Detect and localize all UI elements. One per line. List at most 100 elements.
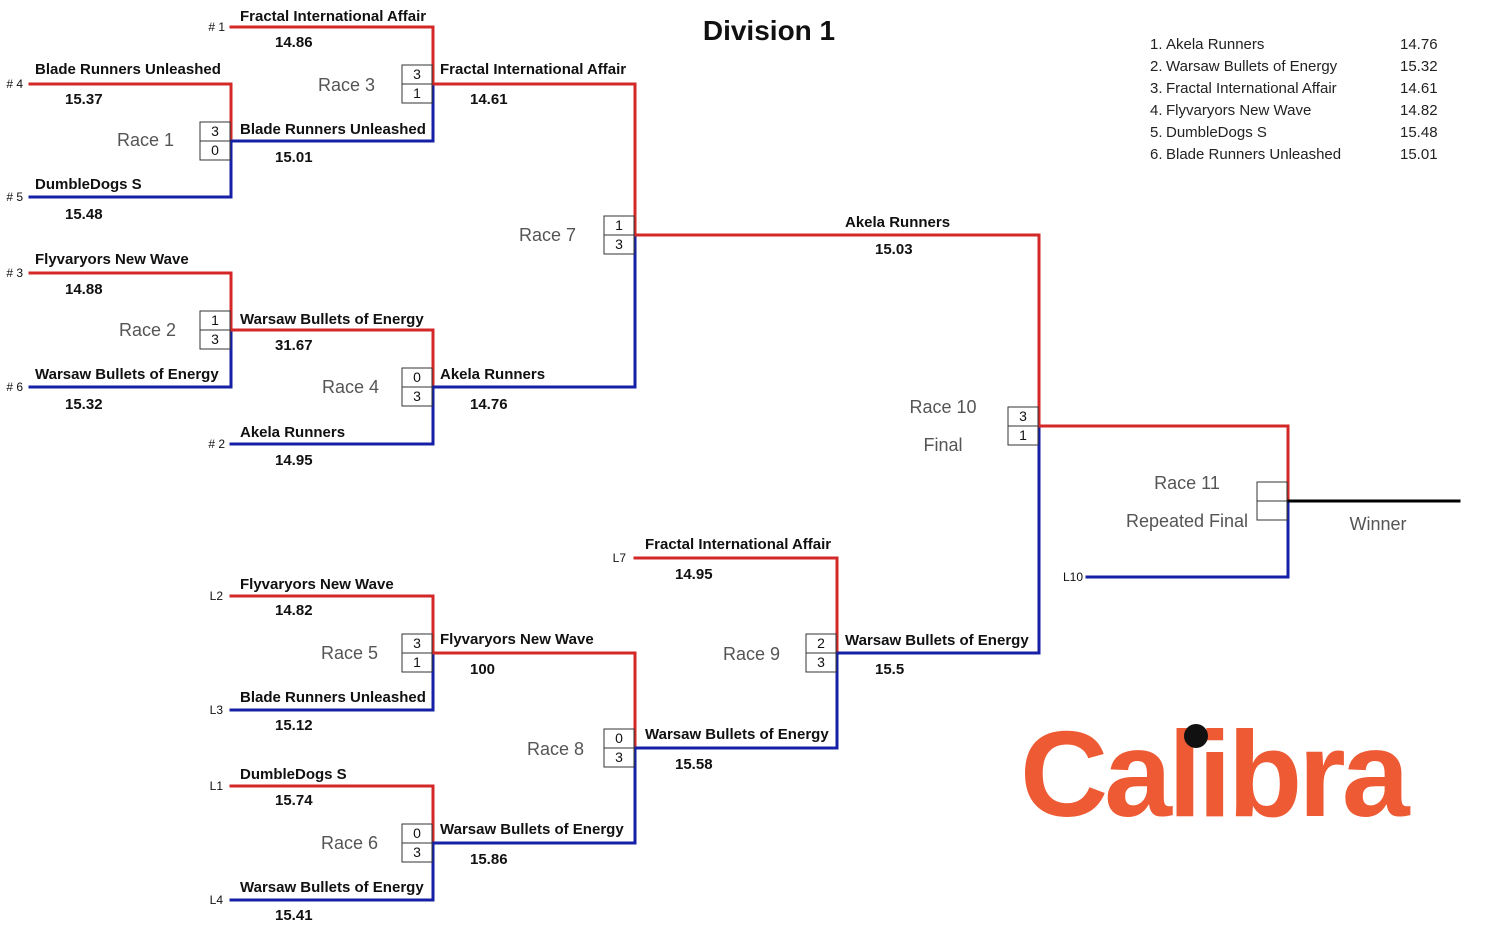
standings-list: 1. Akela Runners 14.76 2. Warsaw Bullets… [1150,36,1438,163]
team-time: 14.61 [470,91,508,108]
calibra-logo: Calibra [1020,706,1415,842]
team-entry: Warsaw Bullets of Energy 15.32 [35,366,219,413]
team-entry: Flyvaryors New Wave 100 [440,631,594,678]
team-entry: Flyvaryors New Wave 14.82 [240,576,394,619]
team-name: Flyvaryors New Wave [440,631,594,648]
race-3-label: Race 3 [318,75,375,95]
team-entry: Blade Runners Unleashed 15.12 [240,689,426,734]
seed-label: # 6 [6,380,23,394]
team-entry: Warsaw Bullets of Energy 15.5 [845,632,1029,678]
logo-dot [1184,724,1208,748]
race-9-bottom-score: 3 [817,654,825,670]
standing-rank: 2. [1150,58,1163,75]
team-entry: Blade Runners Unleashed 15.37 [35,61,221,108]
standing-row: 1. Akela Runners 14.76 [1150,36,1438,53]
team-time: 15.03 [875,241,913,258]
race-8-top-score: 0 [615,730,623,746]
seed-label: L1 [210,779,224,793]
race-6-label: Race 6 [321,833,378,853]
team-time: 14.86 [275,34,313,51]
race-10-label: Race 10 [909,397,976,417]
standing-name: Fractal International Affair [1166,80,1337,97]
race-5-score-box: 3 1 [401,633,433,673]
race-8-score-box: 0 3 [603,728,635,768]
race-7-bottom-score: 3 [615,236,623,252]
team-time: 15.01 [275,149,313,166]
race-3-score-box: 3 1 [401,64,433,104]
race-4-bottom-line [229,385,435,446]
standing-name: DumbleDogs S [1166,124,1267,141]
race-3-top-line [229,25,435,86]
standing-name: Warsaw Bullets of Energy [1166,58,1338,75]
team-name: Blade Runners Unleashed [240,121,426,138]
seed-label: L2 [210,589,224,603]
race-2-score-box: 1 3 [199,310,231,350]
race-5-bottom-line [229,651,435,712]
team-time: 14.76 [470,396,508,413]
team-time: 15.41 [275,907,313,924]
team-time: 14.95 [275,452,313,469]
race-1-top-score: 3 [211,123,219,139]
team-time: 15.58 [675,756,713,773]
standing-time: 14.82 [1400,102,1438,119]
team-entry: Akela Runners 14.76 [440,366,545,413]
seed-label: L3 [210,703,224,717]
team-time: 100 [470,661,495,678]
team-name: Fractal International Affair [440,61,626,78]
race-10-score-box: 3 1 [1007,406,1039,446]
race-5-bottom-score: 1 [413,654,421,670]
race-7-bottom-line [431,233,637,389]
winner-label: Winner [1349,514,1406,534]
race-2-bottom-score: 3 [211,331,219,347]
team-time: 15.74 [275,792,313,809]
race-7-label: Race 7 [519,225,576,245]
race-9-score-box: 2 3 [805,633,837,673]
team-entry: DumbleDogs S 15.74 [240,766,347,809]
standing-row: 6. Blade Runners Unleashed 15.01 [1150,146,1438,163]
race-10-top-line [633,233,1041,428]
standing-time: 15.48 [1400,124,1438,141]
race-8-bottom-line [431,746,637,845]
seed-label: # 3 [6,266,23,280]
race-9-top-score: 2 [817,635,825,651]
team-name: Fractal International Affair [240,8,426,25]
race-8-bottom-score: 3 [615,749,623,765]
race-3-bottom-score: 1 [413,85,421,101]
standing-row: 5. DumbleDogs S 15.48 [1150,124,1438,141]
standing-time: 14.76 [1400,36,1438,53]
standing-rank: 6. [1150,146,1163,163]
race-7-top-line [431,82,637,237]
team-entry: Akela Runners 14.95 [240,424,345,469]
team-entry: Akela Runners 15.03 [845,214,950,258]
race-1-score-box: 3 0 [199,121,231,161]
race-11-bottom-line [1085,499,1290,579]
race-4-score-box: 0 3 [401,367,433,407]
standing-rank: 1. [1150,36,1163,53]
standing-name: Flyvaryors New Wave [1166,102,1311,119]
race-7-top-score: 1 [615,217,623,233]
race-5-top-line [229,594,435,655]
race-7-score-box: 1 3 [603,215,635,255]
race-5-label: Race 5 [321,643,378,663]
team-name: Akela Runners [440,366,545,383]
race-2-top-score: 1 [211,312,219,328]
seed-label: # 2 [208,437,225,451]
team-name: Warsaw Bullets of Energy [440,821,624,838]
standing-row: 4. Flyvaryors New Wave 14.82 [1150,102,1438,119]
race-3-top-score: 3 [413,66,421,82]
race-6-top-line [229,784,435,845]
race-6-score-box: 0 3 [401,823,433,863]
team-time: 14.95 [675,566,713,583]
seed-label: L10 [1063,570,1083,584]
seed-label: L7 [613,551,627,565]
team-entry: Fractal International Affair 14.95 [645,536,831,583]
team-name: Akela Runners [845,214,950,231]
race-4-top-score: 0 [413,369,421,385]
team-name: Warsaw Bullets of Energy [240,311,424,328]
race-9-label: Race 9 [723,644,780,664]
team-time: 31.67 [275,337,313,354]
team-name: Warsaw Bullets of Energy [240,879,424,896]
race-10-bottom-score: 1 [1019,427,1027,443]
team-time: 15.37 [65,91,103,108]
